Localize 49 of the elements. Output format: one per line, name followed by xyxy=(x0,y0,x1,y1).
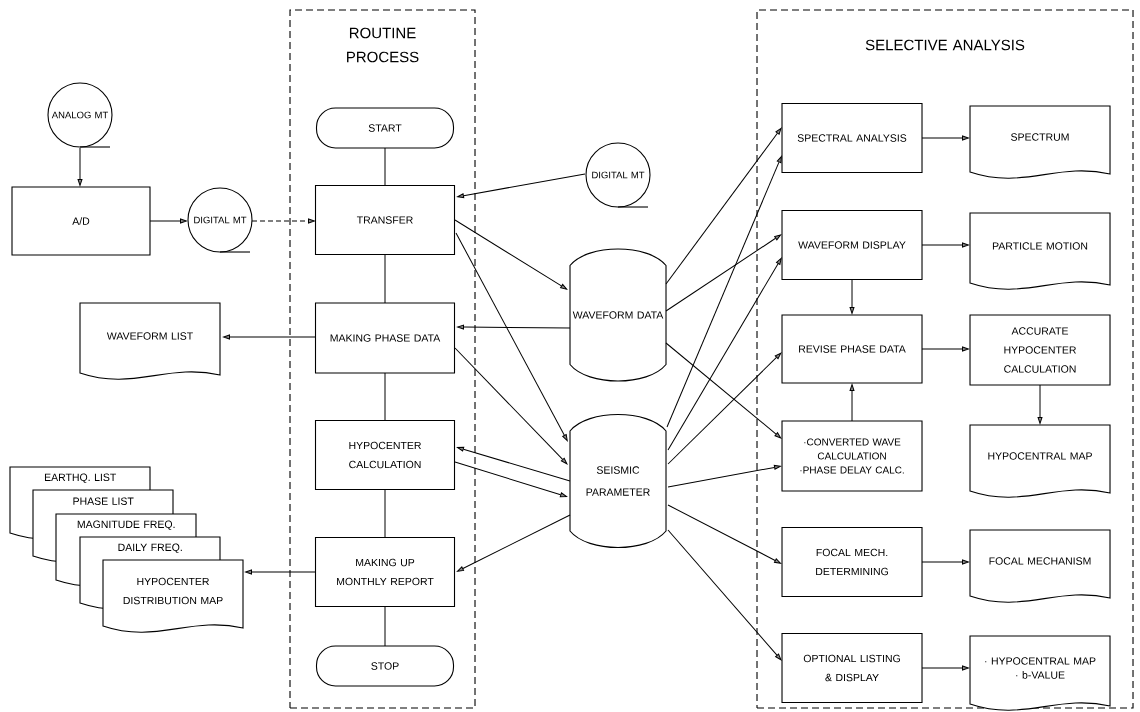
arrow xyxy=(849,384,855,422)
arrow xyxy=(1037,384,1043,424)
arrow xyxy=(454,347,568,465)
arrow xyxy=(245,569,317,575)
arrow xyxy=(667,529,782,661)
arrow xyxy=(667,504,781,564)
process-box: ACCURATE HYPOCENTER CALCULATION xyxy=(969,314,1111,386)
arrow xyxy=(666,156,782,428)
connector-line xyxy=(384,489,386,539)
process-box: WAVEFORM DISPLAY xyxy=(781,209,923,281)
arrow xyxy=(455,232,568,442)
arrow xyxy=(921,559,969,565)
arrow xyxy=(149,218,187,224)
process-box: HYPOCENTER CALCULATION xyxy=(314,419,456,491)
arrow xyxy=(667,257,782,451)
process-box: MAKING UP MONTHLY REPORT xyxy=(314,536,456,608)
arrow xyxy=(667,464,781,488)
arrow xyxy=(251,218,315,224)
arrow xyxy=(457,514,571,572)
arrow xyxy=(665,342,782,439)
arrow xyxy=(921,242,969,248)
arrow xyxy=(665,234,782,312)
terminal-box: STOP xyxy=(315,645,455,687)
process-box: MAKING PHASE DATA xyxy=(314,302,456,374)
arrow xyxy=(457,324,571,330)
process-box: TRANSFER xyxy=(314,184,456,256)
arrow xyxy=(667,352,782,465)
process-box: SPECTRAL ANALYSIS xyxy=(781,102,923,174)
process-box: REVISE PHASE DATA xyxy=(781,314,923,384)
arrow xyxy=(223,334,317,340)
arrow xyxy=(921,135,969,141)
arrow xyxy=(921,665,969,671)
connector-line xyxy=(384,606,386,647)
arrow xyxy=(77,147,83,186)
arrow xyxy=(457,173,586,199)
connector-line xyxy=(384,147,386,187)
arrow xyxy=(454,461,567,498)
connector-line xyxy=(384,372,386,422)
process-box: OPTIONAL LISTING & DISPLAY xyxy=(781,632,923,704)
arrow xyxy=(454,219,568,290)
process-box: FOCAL MECH. DETERMINING xyxy=(781,526,923,598)
process-box: A/D xyxy=(11,186,151,256)
arrow xyxy=(665,127,782,285)
connector-line xyxy=(384,254,386,304)
process-box: ·CONVERTED WAVE CALCULATION ·PHASE DELAY CALC. xyxy=(781,420,923,492)
arrow xyxy=(921,346,969,352)
arrow xyxy=(457,446,571,482)
terminal-box: START xyxy=(315,107,455,149)
arrow xyxy=(849,279,855,314)
